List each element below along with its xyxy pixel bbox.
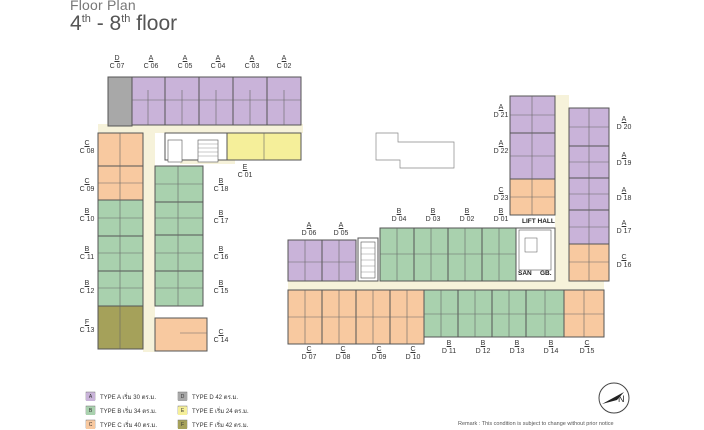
compass-letter: N	[618, 394, 625, 404]
floor-to-suffix: th	[121, 13, 131, 25]
unit-c15	[154, 270, 204, 307]
unit-d21	[509, 95, 556, 134]
floor-from: 4	[70, 12, 82, 35]
adjacent-building-outline	[375, 132, 455, 169]
unit-c14	[154, 317, 208, 352]
san-label: SAN	[518, 270, 532, 277]
lift-hall-label: LIFT HALL	[522, 218, 555, 225]
page-title: Floor Plan	[70, 0, 136, 13]
unit-c06	[131, 76, 166, 126]
left-building	[97, 76, 308, 352]
unit-c11	[97, 235, 144, 272]
floor-from-suffix: th	[81, 13, 91, 25]
unit-c17	[154, 201, 204, 236]
gb-label: GB.	[540, 270, 552, 277]
remark-text: Remark : This condition is subject to ch…	[458, 421, 614, 427]
compass-icon: N	[598, 382, 630, 414]
right-building	[287, 95, 610, 345]
floor-separator: -	[90, 12, 110, 35]
unit-c12	[97, 270, 144, 307]
floor-to: 8	[109, 12, 122, 35]
floor-heading: 4th - 8th floor	[70, 12, 177, 36]
unit-c13	[97, 305, 144, 350]
floor-word: floor	[136, 12, 178, 35]
unit-c08	[97, 132, 144, 167]
unit-c07	[107, 76, 133, 127]
